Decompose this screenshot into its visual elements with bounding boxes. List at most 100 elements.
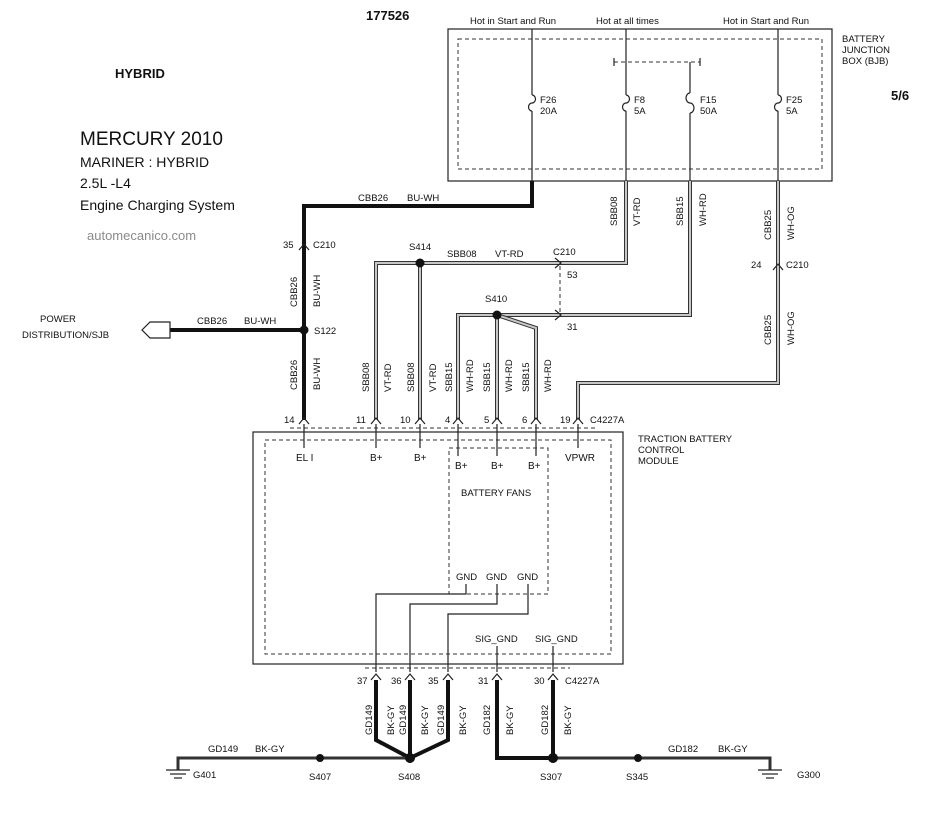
arrow-pin-5 bbox=[491, 417, 503, 425]
c210-pin-53: 53 bbox=[567, 270, 578, 281]
splice-s407-dot bbox=[316, 754, 324, 762]
fuse-f26-rating: 20A bbox=[540, 106, 558, 117]
label-bk-gy-pin36: BK-GY bbox=[420, 705, 431, 735]
c210-connectors: 35 C210 C210 53 31 24 C210 bbox=[283, 240, 809, 333]
label-bu-wh-lower: BU-WH bbox=[312, 358, 323, 390]
bjb-label-2: JUNCTION bbox=[842, 45, 890, 56]
fuse-f25-rating: 5A bbox=[786, 106, 798, 117]
tbcm-pin-4: 4 bbox=[445, 415, 450, 426]
power-distribution-label-2: DISTRIBUTION/SJB bbox=[22, 330, 109, 341]
c210-pin-24: 24 bbox=[751, 260, 762, 271]
bjb-label-3: BOX (BJB) bbox=[842, 56, 888, 67]
pin-name-bplus-10: B+ bbox=[414, 453, 427, 464]
tbcm-label-3: MODULE bbox=[638, 456, 679, 467]
tbcm-connector-top: C4227A bbox=[590, 415, 625, 426]
fan-gnd-route-2 bbox=[409, 584, 498, 672]
label-vt-rd-horizontal: VT-RD bbox=[495, 249, 524, 260]
wire-gd182-pin31 bbox=[495, 680, 553, 760]
c210-arrow-53 bbox=[554, 257, 562, 269]
tbcm-inner-outline bbox=[264, 439, 612, 655]
ground-g300-label: G300 bbox=[797, 770, 820, 781]
arrow-pin-35 bbox=[442, 673, 454, 681]
label-sbb15-bjb: SBB15 bbox=[675, 196, 686, 226]
tbcm-label-2: CONTROL bbox=[638, 445, 684, 456]
fuse-f8-id: F8 bbox=[634, 95, 645, 106]
c210-label-right: C210 bbox=[786, 260, 809, 271]
splice-s410-dot bbox=[492, 310, 502, 320]
battery-fans-box bbox=[448, 447, 549, 595]
label-sbb15-pin5: SBB15 bbox=[482, 362, 493, 392]
label-gd149-pin37: GD149 bbox=[364, 705, 375, 735]
label-sbb15-pin6: SBB15 bbox=[521, 362, 532, 392]
arrow-pin-37 bbox=[370, 673, 382, 681]
bjb-inner-outline bbox=[457, 38, 823, 170]
wire-sbb15-main-inner bbox=[457, 181, 691, 420]
arrow-pin-6 bbox=[530, 417, 542, 425]
label-cbb26-lower: CBB26 bbox=[289, 360, 300, 390]
fuse-f25-symbol bbox=[773, 94, 783, 112]
wire-bu-wh-label-sjb: BU-WH bbox=[244, 316, 276, 327]
label-sbb08-horizontal: SBB08 bbox=[447, 249, 477, 260]
splice-s410-label: S410 bbox=[485, 294, 507, 305]
label-gd182-ground: GD182 bbox=[668, 744, 698, 755]
vertical-wire-labels: SBB08 VT-RD SBB15 WH-RD CBB25 WH-OG CBB2… bbox=[289, 193, 797, 735]
label-cbb26-upper: CBB26 bbox=[289, 277, 300, 307]
label-wh-rd-pin5: WH-RD bbox=[504, 359, 515, 392]
arrow-pin-36 bbox=[404, 673, 416, 681]
watermark: automecanico.com bbox=[87, 228, 196, 243]
splice-s407-label: S407 bbox=[309, 772, 331, 783]
label-wh-og-bjb: WH-OG bbox=[786, 206, 797, 240]
label-wh-rd-bjb: WH-RD bbox=[698, 193, 709, 226]
fuse-f26-symbol bbox=[527, 94, 537, 112]
tbcm-pin-36: 36 bbox=[391, 676, 402, 687]
page-index: 5/6 bbox=[891, 88, 909, 103]
traction-battery-control-module: TRACTION BATTERY CONTROL MODULE 14 11 10… bbox=[252, 415, 733, 687]
tbcm-pin-31: 31 bbox=[478, 676, 489, 687]
tbcm-pin-35: 35 bbox=[428, 676, 439, 687]
fan-gnd-route-3 bbox=[447, 584, 529, 672]
label-bk-gy-pin31: BK-GY bbox=[505, 705, 516, 735]
bjb-label-1: BATTERY bbox=[842, 34, 886, 45]
power-distribution-label-1: POWER bbox=[40, 314, 76, 325]
label-wh-rd-pin6: WH-RD bbox=[543, 359, 554, 392]
battery-fans-label: BATTERY FANS bbox=[461, 488, 531, 499]
wire-gd149-pin37 bbox=[374, 680, 411, 760]
label-vt-rd-pin10: VT-RD bbox=[428, 363, 439, 392]
tbcm-pin-6: 6 bbox=[522, 415, 527, 426]
splice-s414-label: S414 bbox=[409, 242, 431, 253]
label-gd182-pin31: GD182 bbox=[482, 705, 493, 735]
fuse-f8-symbol bbox=[621, 94, 631, 112]
c210-arrow-24 bbox=[772, 263, 784, 271]
pin-name-vpwr: VPWR bbox=[565, 453, 595, 464]
label-gd182-pin30: GD182 bbox=[540, 705, 551, 735]
feed-label-2: Hot at all times bbox=[596, 16, 659, 27]
pin-name-el-i: EL I bbox=[296, 453, 313, 464]
c210-arrow-31 bbox=[554, 309, 562, 321]
tbcm-pin-19: 19 bbox=[560, 415, 571, 426]
fuse-f15-rating: 50A bbox=[700, 106, 718, 117]
tbcm-label-1: TRACTION BATTERY bbox=[638, 434, 733, 445]
title-line-4: Engine Charging System bbox=[80, 197, 235, 213]
c210-pin-31: 31 bbox=[567, 322, 578, 333]
ground-g401-icon bbox=[166, 769, 190, 779]
title-line-3: 2.5L -L4 bbox=[80, 175, 131, 191]
label-bk-gy-pin35: BK-GY bbox=[458, 705, 469, 735]
fuse-f15-symbol bbox=[685, 92, 695, 114]
c210-arrow-35 bbox=[298, 243, 310, 251]
tbcm-pin-10: 10 bbox=[400, 415, 411, 426]
tbcm-pin-37: 37 bbox=[357, 676, 368, 687]
label-bk-gy-pin37: BK-GY bbox=[386, 705, 397, 735]
pin-name-bplus-11: B+ bbox=[370, 453, 383, 464]
bjb-outline bbox=[447, 28, 833, 182]
label-bk-gy-pin30: BK-GY bbox=[563, 705, 574, 735]
label-sbb08-pin10: SBB08 bbox=[406, 362, 417, 392]
label-sbb08-bjb: SBB08 bbox=[609, 196, 620, 226]
fan-bplus-2: B+ bbox=[491, 461, 504, 472]
tbcm-connector-bottom: C4227A bbox=[565, 676, 600, 687]
label-sbb08-pin11: SBB08 bbox=[361, 362, 372, 392]
wire-sbb08-main-inner bbox=[375, 181, 627, 420]
tbcm-pin-14: 14 bbox=[284, 415, 295, 426]
splice-s345-dot bbox=[634, 754, 642, 762]
fuse-f15-id: F15 bbox=[700, 95, 716, 106]
ground-g401-label: G401 bbox=[193, 770, 216, 781]
